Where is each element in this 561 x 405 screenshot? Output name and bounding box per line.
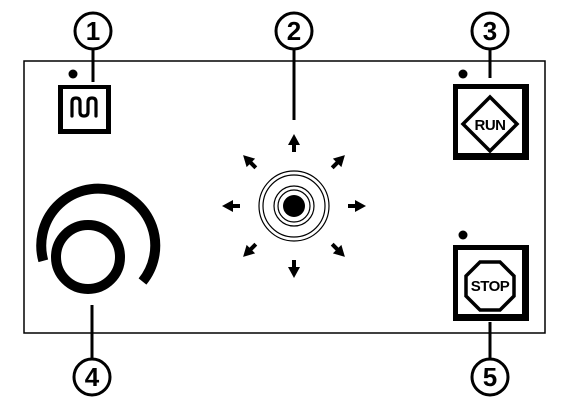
rotary-knob-scale-arc bbox=[36, 183, 161, 285]
octagon-icon bbox=[464, 260, 516, 312]
joystick-inner-ring-2 bbox=[277, 189, 311, 223]
joystick[interactable] bbox=[222, 134, 366, 278]
indicator-led-3 bbox=[458, 69, 468, 79]
arrow-icon-up bbox=[288, 134, 300, 152]
panel-frame bbox=[23, 60, 546, 334]
run-button[interactable]: RUN bbox=[453, 84, 529, 160]
arrow-icon-left bbox=[222, 200, 240, 212]
diamond-icon bbox=[460, 94, 520, 154]
rotary-knob[interactable] bbox=[36, 183, 161, 294]
indicator-led-1 bbox=[68, 69, 78, 79]
square-wave-icon bbox=[70, 96, 98, 118]
joystick-middle-ring bbox=[262, 174, 326, 238]
callout-4: 4 bbox=[72, 305, 112, 397]
arrow-icon-right bbox=[348, 200, 366, 212]
joystick-inner-ring bbox=[273, 185, 315, 227]
rotary-knob-icon bbox=[51, 220, 125, 294]
arrow-icon-up-left bbox=[243, 155, 258, 170]
run-button-label: RUN bbox=[475, 117, 506, 134]
callout-5-label: 5 bbox=[483, 362, 497, 392]
arrow-icon-down-left bbox=[243, 242, 258, 257]
arrow-icon-down-right bbox=[330, 242, 345, 257]
indicator-led-5 bbox=[458, 230, 468, 240]
callout-3: 3 bbox=[470, 11, 510, 78]
arrow-icon-up-right bbox=[330, 155, 345, 170]
callout-1: 1 bbox=[73, 11, 113, 82]
callout-4-label: 4 bbox=[85, 362, 100, 392]
callout-1-label: 1 bbox=[86, 16, 100, 46]
callout-5: 5 bbox=[470, 322, 510, 397]
waveform-button[interactable] bbox=[58, 85, 111, 134]
stop-button[interactable]: STOP bbox=[453, 245, 529, 321]
direction-arrows bbox=[222, 134, 366, 278]
joystick-knob bbox=[283, 195, 305, 217]
arrow-icon-down bbox=[288, 260, 300, 278]
callout-3-label: 3 bbox=[483, 16, 497, 46]
joystick-outer-ring bbox=[258, 170, 330, 242]
callout-2: 2 bbox=[274, 11, 314, 120]
stop-button-label: STOP bbox=[471, 278, 510, 295]
callout-2-label: 2 bbox=[287, 16, 301, 46]
